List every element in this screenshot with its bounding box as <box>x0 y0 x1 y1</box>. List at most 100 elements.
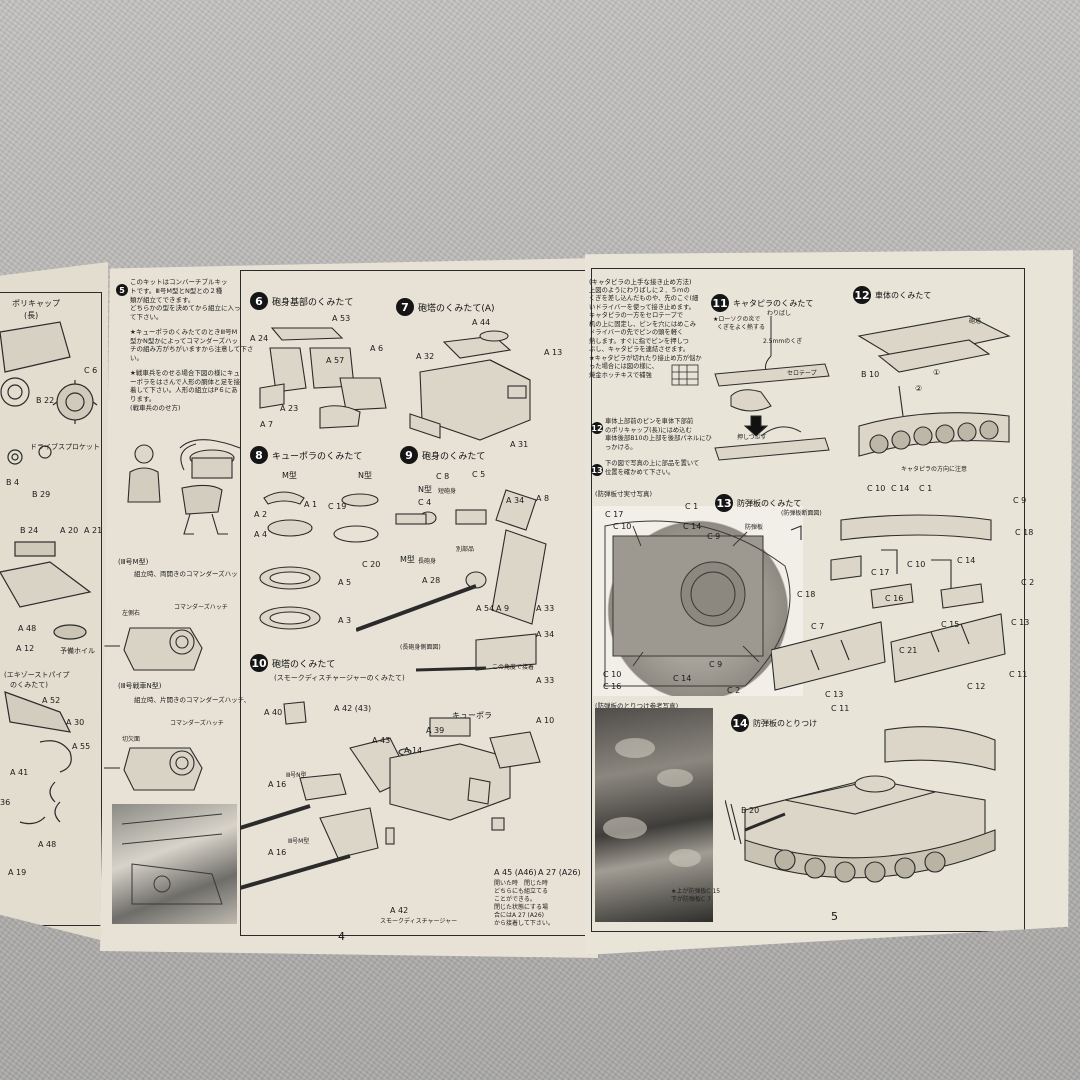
label: C 10 <box>603 670 622 679</box>
label: A 41 <box>10 768 29 777</box>
label: C 17 <box>871 568 890 577</box>
left-assembly-drawings <box>0 321 98 825</box>
notes-heading: (キャタピラの上手な接き止め方法) <box>589 278 692 286</box>
photo-detail <box>121 813 223 905</box>
label: C 2 <box>1021 578 1035 587</box>
label: C 10 <box>613 522 632 531</box>
label: C 14 <box>683 522 702 531</box>
label: 防弾板 <box>745 524 764 531</box>
note-line: った場合には図の様に、 <box>589 363 659 371</box>
label: 切欠面 <box>122 736 141 743</box>
label: A 48 <box>38 840 57 849</box>
label: A 6 <box>370 344 384 353</box>
page-5-border <box>591 268 1025 932</box>
label: C 14 <box>957 556 976 565</box>
label: A 32 <box>416 352 435 361</box>
label: M型 <box>282 471 297 480</box>
label: C 14 <box>673 674 692 683</box>
step-badge: 5 <box>116 284 128 296</box>
label: A 33 <box>536 604 555 613</box>
intro-line: チの組み方がちがいますから注意して下さ <box>130 345 254 354</box>
label: A 48 <box>18 624 37 633</box>
label: B 22 <box>36 396 55 405</box>
label: ② <box>915 384 923 393</box>
label: キャタピラの方向に注意 <box>901 466 968 473</box>
label: N型 <box>418 485 432 494</box>
note-line: ★キャタピラが切れたり接止め方が悩か <box>589 354 702 362</box>
label: A 13 <box>544 348 563 357</box>
label: C 16 <box>603 682 622 691</box>
label: A 12 <box>16 644 35 653</box>
note-12: 車体上部前のピンを車体下部前 のポリキャップ(長)にはめ込む 車体後部B10の上… <box>605 418 712 452</box>
intro-text: このキットはコンバーチブルキッ トです。Ⅲ号M型とN型との２種 類が組立てできま… <box>130 278 254 413</box>
label: 短砲身 <box>438 488 457 495</box>
label: C 1 <box>919 484 933 493</box>
step-6-drawing <box>259 327 387 429</box>
note-line: キャタピラの一方をセロテープで <box>589 312 684 320</box>
intro-line: ーポラをはさんで人形の胴体と足を接 <box>130 377 241 386</box>
label: のくみたて) <box>10 681 49 689</box>
step-8-drawing <box>259 491 379 630</box>
label: 長砲身 <box>418 558 437 565</box>
label: A 45 (A46) <box>494 868 537 877</box>
label: A 9 <box>496 604 510 613</box>
step-badge: 6 <box>250 292 268 310</box>
note-line: ことができる。 <box>494 896 536 904</box>
note-line: のポリキャップ(長)にはめ込む <box>605 426 692 434</box>
step-badge: 14 <box>731 714 749 732</box>
label: C 18 <box>797 590 816 599</box>
note-line: ドライバーの先でピンの頭を軽く <box>589 329 684 337</box>
intro-step-number: 5 <box>116 284 128 296</box>
step-badge: 13 <box>591 464 603 476</box>
reference-photo-caption: (防弾板のとりつけ参考写真) <box>595 702 679 710</box>
label: C 11 <box>1009 670 1028 679</box>
staple-diagram <box>671 364 699 386</box>
label: 押しつぶす <box>737 434 767 441</box>
intro-line: トです。Ⅲ号M型とN型との２種 <box>130 286 223 295</box>
note-line: 開いた時 閉じた時 <box>494 880 549 887</box>
note-line: っかける。 <box>605 443 637 451</box>
note-line: 焼金ホッチキスで補強 <box>589 371 652 379</box>
label: コマンダーズハッチ <box>174 604 228 611</box>
note-line: 机の上に固定し、ピンを穴にはめこみ <box>589 320 697 328</box>
label: キューポラ <box>452 711 492 720</box>
label: A 40 <box>264 708 283 717</box>
step-badge: 11 <box>711 294 729 312</box>
label: 別部品 <box>456 546 475 553</box>
label: C 18 <box>1015 528 1034 537</box>
label: C 6 <box>84 366 98 375</box>
label: B 10 <box>861 370 880 379</box>
note-line: いドライバーを使って接き止めます。 <box>589 303 695 311</box>
intro-line: 着して下さい。人形の組立はP６にあ <box>130 386 238 395</box>
label: C 8 <box>436 472 450 481</box>
label: A 55 <box>72 742 91 751</box>
label: C 1 <box>685 502 699 511</box>
step-12-drawing <box>857 315 1011 457</box>
label: C 13 <box>1011 618 1030 627</box>
label: A 42 (43) <box>334 704 372 713</box>
caption-line: ★上が防弾板C 15 <box>671 888 721 895</box>
note-13-badge: 13 <box>591 464 603 476</box>
label: 左側右 <box>122 610 141 617</box>
step-badge: 13 <box>715 494 733 512</box>
label: A 39 <box>426 726 445 735</box>
label: C 20 <box>362 560 381 569</box>
label: ★ローソクの炎で <box>713 316 761 323</box>
page-5: (キャタピラの上手な接き止め方法) 上図のようにわりばしに２．５ｍの くぎを差し… <box>585 250 1073 955</box>
label: A 24 <box>250 334 269 343</box>
label: C 13 <box>825 690 844 699</box>
n-type-text: 組立時、片開きのコマンダーズハッチ、 <box>134 696 251 704</box>
intro-line: て下さい。 <box>130 313 163 322</box>
label: (長) <box>24 311 39 320</box>
step-10-drawing <box>240 701 541 890</box>
tank-photo-detail <box>603 738 701 867</box>
label: A 28 <box>422 576 441 585</box>
intro-line: ★キューポラのくみたてのときⅢ号M <box>130 327 238 336</box>
note-line: から接着して下さい。 <box>494 920 554 928</box>
label: 砲塔 <box>969 318 982 325</box>
m-type-text: 組立時、両開きのコマンダーズハッ <box>134 570 238 578</box>
